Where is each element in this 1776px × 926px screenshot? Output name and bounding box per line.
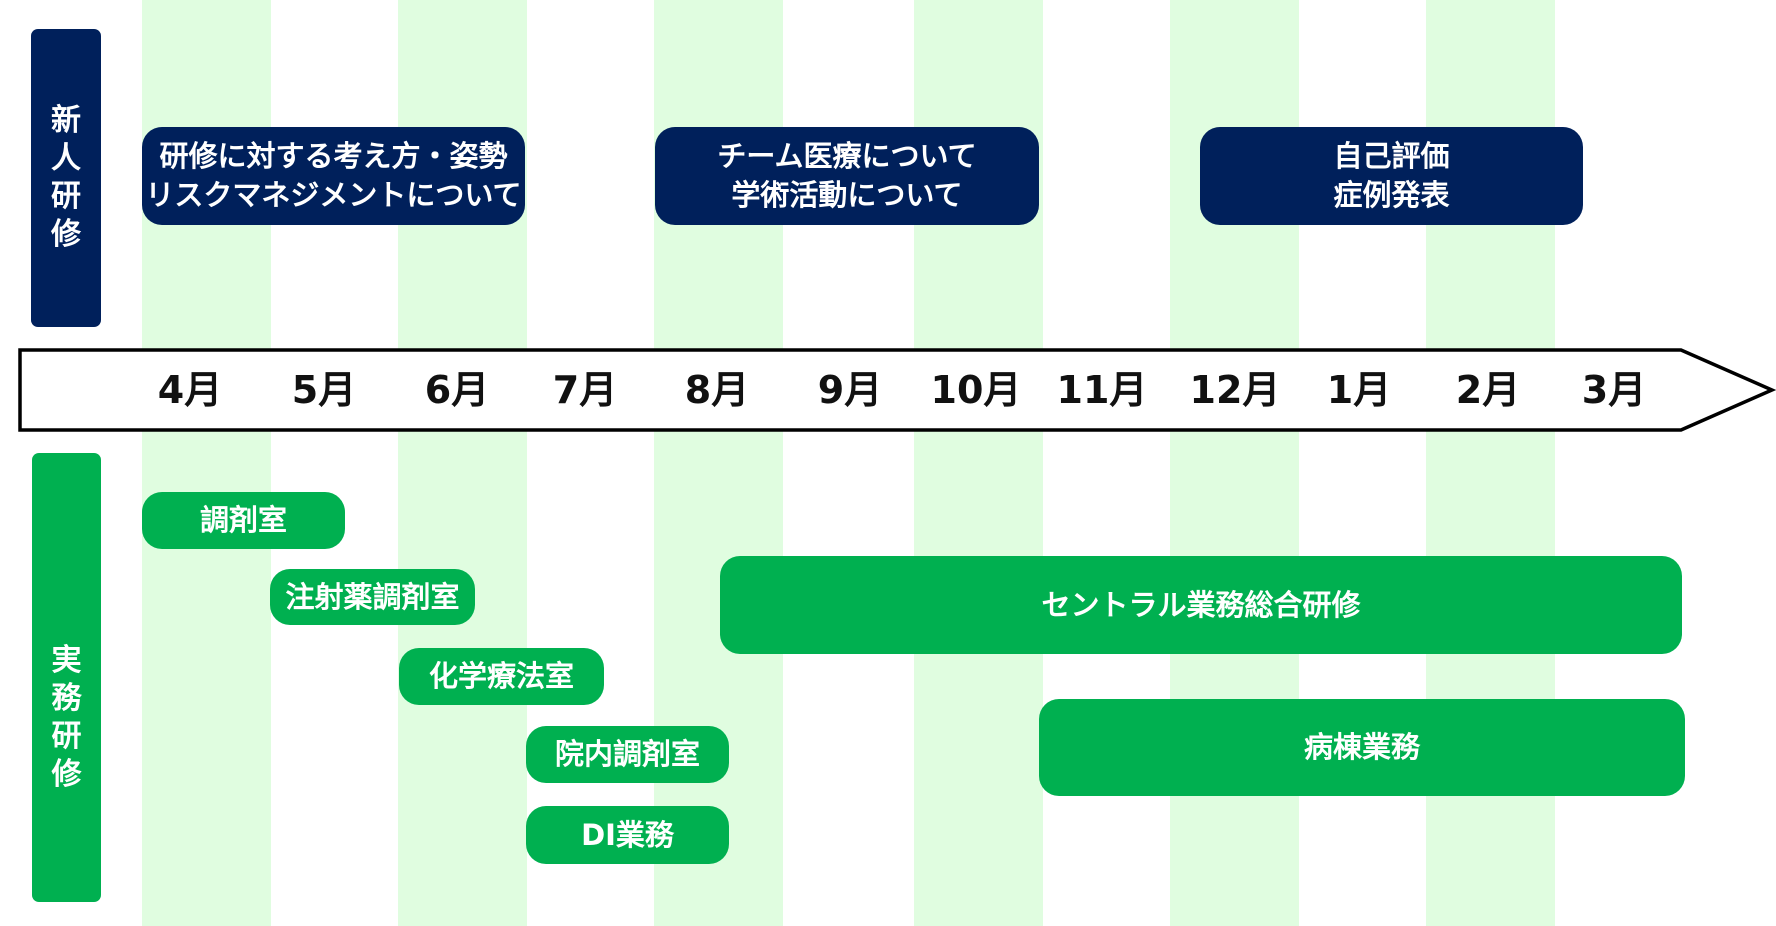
item-line: 症例発表 <box>1333 178 1450 212</box>
month-label: 5月 <box>291 368 357 412</box>
practical-item: 院内調剤室 <box>526 726 729 783</box>
month-label: 8月 <box>684 368 750 412</box>
label-char: 人 <box>51 141 81 176</box>
item-line: 自己評価 <box>1333 139 1450 173</box>
month-label: 6月 <box>424 368 490 412</box>
month-label: 4月 <box>157 368 223 412</box>
item-line: リスクマネジメントについて <box>145 178 522 212</box>
month-label: 10月 <box>930 368 1022 412</box>
item-line: 学術活動について <box>731 178 963 212</box>
new-staff-item: 自己評価 症例発表 <box>1200 127 1583 225</box>
practical-item: DI業務 <box>526 806 729 864</box>
new-staff-training-label: 新 人 研 修 <box>31 29 101 327</box>
month-label: 9月 <box>817 368 883 412</box>
label-char: 研 <box>51 179 81 214</box>
label-char: 務 <box>51 680 82 716</box>
month-label: 3月 <box>1581 368 1647 412</box>
practical-item: 化学療法室 <box>399 648 604 705</box>
label-char: 修 <box>51 217 81 252</box>
month-label: 7月 <box>552 368 618 412</box>
label-char: 実 <box>51 642 82 678</box>
label-char: 研 <box>51 718 82 754</box>
item-line: 研修に対する考え方・姿勢 <box>159 139 508 173</box>
practical-item: 病棟業務 <box>1039 699 1685 796</box>
month-label: 12月 <box>1189 368 1281 412</box>
month-label: 2月 <box>1455 368 1521 412</box>
new-staff-item: 研修に対する考え方・姿勢 リスクマネジメントについて <box>142 127 525 225</box>
month-label: 1月 <box>1326 368 1392 412</box>
label-char: 新 <box>51 103 81 138</box>
practical-training-label: 実 務 研 修 <box>32 453 101 902</box>
item-line: チーム医療について <box>717 139 977 173</box>
label-char: 修 <box>51 756 82 792</box>
practical-item: セントラル業務総合研修 <box>720 556 1682 654</box>
month-label: 11月 <box>1056 368 1148 412</box>
practical-item: 注射薬調剤室 <box>270 569 475 625</box>
new-staff-item: チーム医療について 学術活動について <box>655 127 1039 225</box>
practical-item: 調剤室 <box>142 492 345 549</box>
